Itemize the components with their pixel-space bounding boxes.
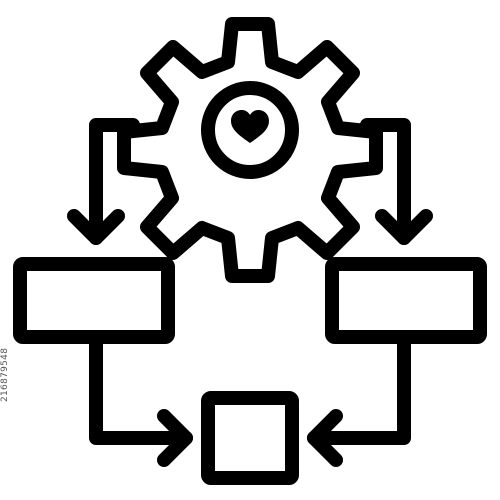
gear-inner-ring [201, 81, 299, 179]
arrow-left-box-to-result [89, 330, 193, 445]
arrow-gear-to-left-box [89, 118, 140, 245]
arrow-right-icon-into-result [157, 409, 193, 467]
arrow-gear-to-right-box [360, 118, 411, 245]
heart-icon [231, 110, 269, 143]
arrow-down-icon-left [67, 209, 125, 245]
process-box-right [325, 257, 487, 344]
arrow-left-icon-into-result [307, 409, 343, 467]
result-box [201, 391, 299, 485]
arrow-right-box-to-result [307, 330, 411, 445]
arrow-down-icon-right [375, 209, 433, 245]
process-box-left [13, 257, 175, 344]
stock-id-label: 216879548 [0, 347, 10, 403]
gear-icon [117, 17, 383, 283]
gear-outline [117, 17, 383, 283]
